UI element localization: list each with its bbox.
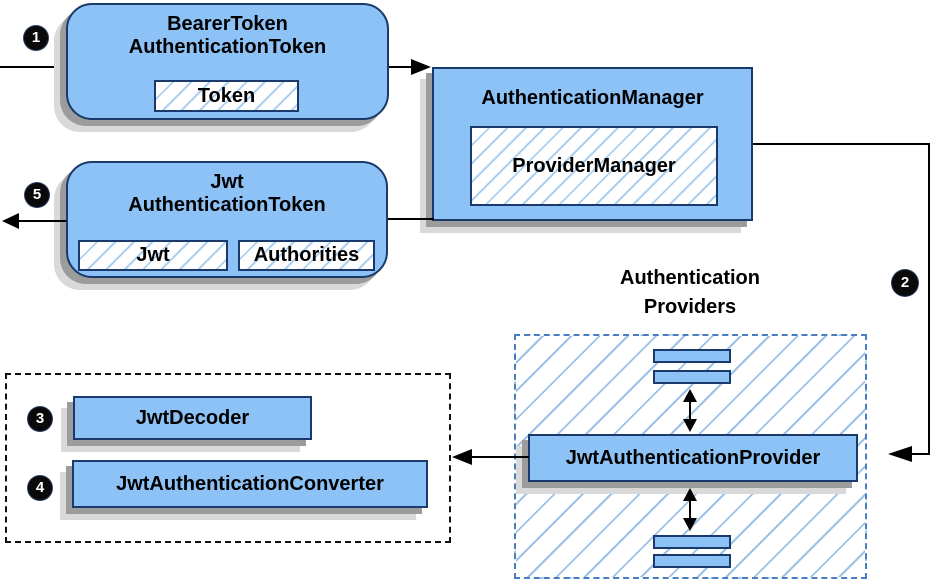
arrow-manager-to-provider-bottom-line <box>911 453 930 455</box>
step-4-badge: 4 <box>28 476 52 500</box>
provider-placeholder-bar <box>653 535 731 549</box>
double-arrow-top-line <box>689 400 691 421</box>
jwt-token-node-title: Jwt AuthenticationToken <box>68 171 386 217</box>
bearer-token-title-line2: AuthenticationToken <box>128 36 327 58</box>
arrow-request-in-line <box>0 66 66 68</box>
bearer-token-node-title: BearerToken AuthenticationToken <box>68 13 387 59</box>
step-3-badge: 3 <box>28 407 52 431</box>
jwt-chip: Jwt <box>78 240 228 271</box>
arrow-manager-to-provider-head-icon <box>888 446 912 462</box>
double-arrow-top-up-head-icon <box>683 389 697 402</box>
bearer-token-authentication-token-node: BearerToken AuthenticationToken Token <box>66 3 389 120</box>
double-arrow-bottom-line <box>689 499 691 519</box>
authentication-manager-title: AuthenticationManager <box>481 87 704 109</box>
arrow-bearer-to-manager-line <box>389 66 413 68</box>
provider-placeholder-bar <box>653 349 731 363</box>
double-arrow-bottom-up-head-icon <box>683 488 697 501</box>
step-5-badge: 5 <box>25 183 49 207</box>
step-2-badge: 2 <box>892 270 918 296</box>
jwt-authentication-token-node: Jwt AuthenticationToken Jwt Authorities <box>66 161 388 278</box>
jwt-authentication-provider-node: JwtAuthenticationProvider <box>528 434 858 482</box>
line-manager-return <box>388 218 434 220</box>
token-chip: Token <box>154 80 299 112</box>
step-1-badge: 1 <box>24 26 48 50</box>
provider-manager-chip: ProviderManager <box>470 126 718 206</box>
authorities-chip: Authorities <box>238 240 375 271</box>
jwt-token-title-line2: AuthenticationToken <box>128 194 326 216</box>
arrow-bearer-to-manager-head-icon <box>411 59 431 75</box>
authentication-providers-label: Authentication Providers <box>595 264 785 322</box>
arrow-provider-to-decoder-head-icon <box>452 449 472 465</box>
arrow-response-out-line <box>17 220 66 222</box>
arrow-manager-to-provider-vertical-line <box>928 143 930 455</box>
providers-label-line2: Providers <box>643 296 737 318</box>
arrow-response-out-head-icon <box>2 213 19 229</box>
authentication-manager-node: AuthenticationManager ProviderManager <box>432 67 753 221</box>
jwt-authentication-converter-node: JwtAuthenticationConverter <box>72 460 428 508</box>
double-arrow-bottom-down-head-icon <box>683 518 697 531</box>
jwt-decoder-node: JwtDecoder <box>73 396 312 440</box>
arrow-provider-to-decoder-line <box>472 456 529 458</box>
jwt-token-title-line1: Jwt <box>210 171 244 193</box>
providers-label-line1: Authentication <box>620 267 760 289</box>
provider-placeholder-bar <box>653 554 731 568</box>
bearer-token-title-line1: BearerToken <box>167 13 288 35</box>
provider-placeholder-bar <box>653 370 731 384</box>
double-arrow-top-down-head-icon <box>683 419 697 432</box>
arrow-manager-to-provider-top-line <box>753 143 930 145</box>
